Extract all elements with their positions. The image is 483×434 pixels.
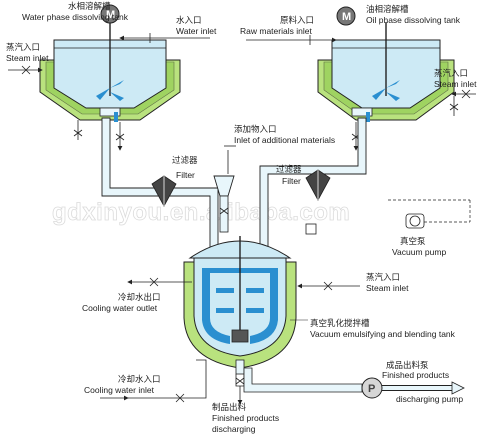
water-tank-label-cn: 水相溶解槽 <box>68 1 111 12</box>
additive-hopper <box>213 175 235 233</box>
oil-tank-label-en: Oil phase dissolving tank <box>366 15 461 25</box>
discharge-pump: P <box>361 377 383 399</box>
watermark: gdxinyou.en.alibaba.com <box>52 199 350 226</box>
pump-icon <box>361 377 383 399</box>
vacuum-pump-label-cn: 真空泵 <box>400 236 426 247</box>
discharge-pipe <box>243 367 363 393</box>
raw-inlet-label-cn: 原料入口 <box>280 15 314 26</box>
oil-tank-label-cn: 油相溶解槽 <box>366 4 409 15</box>
steam-inlet-right-label-cn: 蒸汽入口 <box>434 68 468 79</box>
cooling-outlet-label-en: Cooling water outlet <box>82 303 158 313</box>
discharge-pump-label-cn: 成品出料泵 <box>386 360 429 371</box>
motor-icon <box>336 6 356 26</box>
steam-inlet-left-label-cn: 蒸汽入口 <box>6 42 40 53</box>
svg-text:M: M <box>342 11 351 23</box>
discharge-pump-label-en1: Finished products <box>382 370 449 380</box>
discharge-label-cn: 制品出料 <box>212 402 247 413</box>
filter-right-label-cn: 过滤器 <box>276 164 302 175</box>
steam-inlet-main-label-cn: 蒸汽入口 <box>366 272 400 283</box>
steam-inlet-right-label-en: Steam inlet <box>434 79 477 89</box>
water-phase-tank <box>39 20 181 122</box>
water-tank-label-en: Water phase dissolving tank <box>22 12 129 22</box>
emulsify-tank-label-en: Vacuum emulsifying and blending tank <box>310 329 456 339</box>
oil-phase-tank <box>317 22 455 122</box>
discharge-label-en2: discharging <box>212 424 256 434</box>
left-filter <box>151 175 177 207</box>
steam-inlet-left-label-en: Steam inlet <box>6 53 49 63</box>
water-inlet-label-en: Water inlet <box>176 26 217 36</box>
vacuum-pump <box>305 199 471 235</box>
vacuum-emulsifying-tank <box>183 236 297 375</box>
cooling-outlet-label-cn: 冷却水出口 <box>118 292 161 303</box>
oil-tank-motor: M <box>336 6 356 26</box>
additive-inlet-label-en: Inlet of additional materials <box>234 135 335 145</box>
water-inlet-label-cn: 水入口 <box>176 15 202 26</box>
additive-inlet-label-cn: 添加物入口 <box>234 124 277 135</box>
raw-inlet-label-en: Raw materials inlet <box>240 26 312 36</box>
water-tank-motor: M <box>100 4 120 24</box>
cooling-inlet-label-en: Cooling water inlet <box>84 385 155 395</box>
right-filter <box>305 169 331 201</box>
steam-inlet-main-label-en: Steam inlet <box>366 283 409 293</box>
discharge-pump-label-en2-visible: discharging pump <box>396 394 463 404</box>
discharge-label-en1: Finished products <box>212 413 279 423</box>
filter-left-label-cn: 过滤器 <box>172 155 198 166</box>
motor-icon <box>100 4 120 24</box>
cooling-inlet-label-cn: 冷却水入口 <box>118 374 161 385</box>
svg-text:P: P <box>368 383 375 395</box>
filter-left-label-en: Filter <box>176 170 195 180</box>
vacuum-pump-label-en: Vacuum pump <box>392 247 446 257</box>
emulsify-tank-label-cn: 真空乳化搅拌槽 <box>310 318 370 329</box>
svg-text:M: M <box>106 9 115 21</box>
filter-right-label-en: Filter <box>282 176 301 186</box>
